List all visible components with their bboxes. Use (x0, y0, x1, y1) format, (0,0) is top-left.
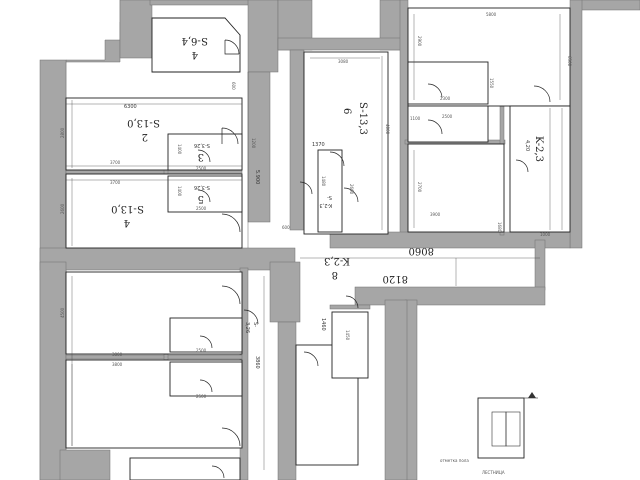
room-5-number: 5 (198, 193, 204, 204)
dim-600b: 600 (282, 225, 290, 230)
dim-2500c: 2500 (442, 114, 453, 119)
dim-2500d: 2500 (196, 348, 207, 353)
room-4top-number: 4 (192, 49, 198, 60)
dim-8060: 8060 (409, 245, 434, 256)
room-3-area: S-3,26 (194, 142, 210, 148)
dim-5900: 5.900 (254, 170, 260, 184)
dim-1480: 1480 (321, 176, 326, 187)
corridor-1 (317, 149, 343, 233)
dim-1400a: 1400 (177, 144, 182, 155)
room-right-corridor (509, 105, 571, 233)
dim-2500a: 2500 (196, 166, 207, 171)
dim-2300: 2300 (440, 96, 451, 101)
dim-2500e: 2500 (196, 394, 207, 399)
dim-2900: 2900 (417, 36, 422, 47)
dim-2600r: 2600 (349, 184, 354, 195)
lower1-number: S- (252, 322, 258, 327)
dim-3700a: 3700 (110, 160, 121, 165)
dim-6500: 6500 (567, 56, 572, 67)
dim-3800b: 3800 (112, 362, 123, 367)
dim-4500: 4500 (60, 307, 65, 318)
door-swings (197, 39, 551, 479)
room-4top-area: S-6,4 (182, 35, 209, 46)
hall-number: 8 (332, 269, 338, 280)
dim-2500b: 2500 (196, 206, 207, 211)
room-lower-bath-1 (169, 317, 243, 353)
room-4-top (151, 17, 241, 73)
dim-5800: 5800 (486, 12, 497, 17)
dim-1370: 1370 (312, 142, 325, 148)
stair-legend: отметка пола ЛЕСТНИЦА (440, 392, 538, 475)
dim-1550: 1550 (489, 78, 494, 89)
dim-3860: 3860 (254, 356, 260, 369)
dim-1680: 1680 (497, 222, 502, 233)
room-bottom (129, 457, 241, 480)
dim-1100: 1100 (410, 116, 421, 121)
room-2-number: 2 (142, 131, 148, 142)
room-lower-mid-bath (331, 311, 369, 379)
room-right-bath-2 (407, 105, 489, 143)
room-6-number: 6 (341, 108, 352, 114)
stair-note: отметка пола (440, 458, 469, 463)
dim-1200: 1200 (251, 138, 256, 149)
corridor-1-area: S- (327, 194, 332, 200)
dim-600a: 600 (231, 82, 236, 90)
hall-area: K-2,3 (324, 255, 350, 266)
dim-2800: 2800 (60, 127, 65, 138)
dim-3000: 3080 (338, 59, 349, 64)
room-2-area: S-13,0 (127, 117, 160, 128)
room-3-number: 3 (198, 151, 204, 162)
dim-1000: 1000 (540, 232, 551, 237)
lower1-area: 3,26 (244, 322, 250, 333)
room-5-area: S-3,26 (194, 184, 210, 190)
dim-1400b: 1400 (177, 186, 182, 197)
room-outlines (65, 7, 571, 480)
dim-3700b: 3700 (110, 180, 121, 185)
dim-6300: 6300 (124, 104, 137, 110)
stair-block (477, 397, 525, 459)
corridor-1-number: K-2,3 (319, 202, 332, 208)
stair-label: ЛЕСТНИЦА (482, 470, 505, 475)
dim-1450: 1450 (345, 330, 350, 341)
room-right-mid (407, 143, 505, 233)
dim-3900: 3900 (430, 212, 441, 217)
room-5 (167, 175, 243, 213)
room-right-bath-1 (407, 61, 489, 105)
dimension-lines (66, 14, 563, 470)
dim-3800a: 3800 (112, 352, 123, 357)
corridor-2-number: K-2,3 (533, 136, 544, 162)
room-4-area: S-13,0 (111, 203, 144, 214)
room-lower-bath-2 (169, 361, 243, 397)
room-4-number: 4 (124, 217, 130, 228)
dim-8120: 8120 (383, 273, 408, 284)
dim-4000: 4000 (385, 124, 390, 135)
room-labels: 4 S-6,4 2 S-13,0 3 S-3,26 5 S-3,26 4 S-1… (111, 35, 544, 333)
dim-2700: 2700 (417, 182, 422, 193)
dim-1460: 1460 (320, 318, 326, 331)
dim-2600: 2600 (60, 203, 65, 214)
room-6-area: S-13,3 (357, 102, 368, 135)
corridor-2-area: 4,20 (524, 140, 530, 151)
dimension-labels: 6300 3700 3700 2800 2600 1400 2500 1400 … (60, 12, 572, 399)
